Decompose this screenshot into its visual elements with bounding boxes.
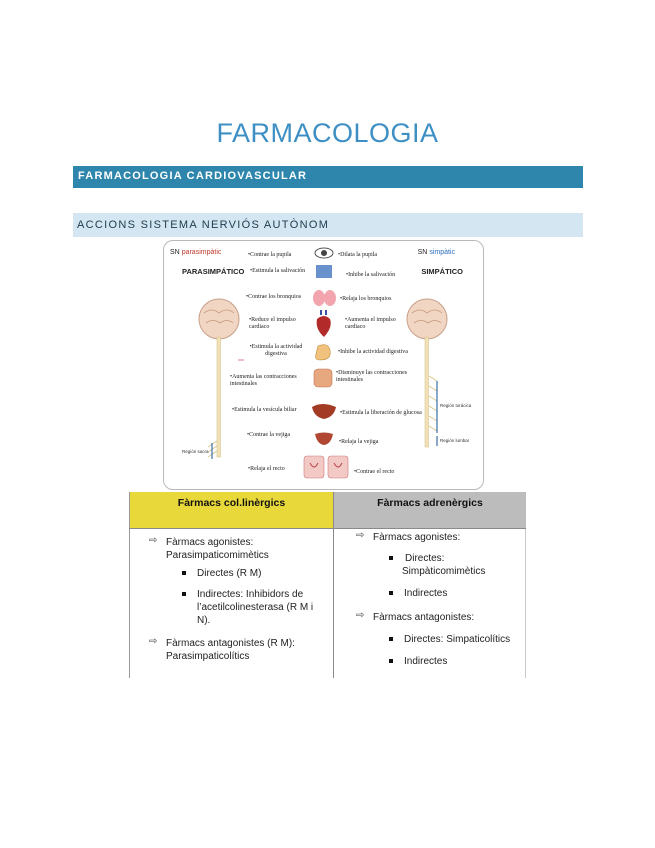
adrenergic-header: Fàrmacs adrenèrgics xyxy=(334,492,526,528)
column-divider xyxy=(333,492,334,678)
sn-parasympathetic-label: SN parasimpàtic xyxy=(170,249,222,256)
right-brain-icon xyxy=(406,298,448,340)
eye-icon xyxy=(314,247,334,259)
sympathetic-title: SIMPÁTICO xyxy=(421,267,463,276)
ans-figure: SN parasimpàtic SN simpàtic PARASIMPÁTIC… xyxy=(163,240,484,490)
heart-icon xyxy=(316,310,331,337)
sn-sympathetic-label: SN simpàtic xyxy=(417,249,455,256)
left-effect: •Reduce el impulso cardiaco xyxy=(249,317,296,330)
right-effect: •Dilata la pupila xyxy=(338,252,378,258)
right-effect: •Inhibe la actividad digestiva xyxy=(338,349,408,355)
parasympathetic-title: PARASIMPÁTICO xyxy=(182,267,245,276)
adrenergic-direct: Directes: Simpàticomimètics xyxy=(402,553,486,577)
left-effect: •Relaja el recto xyxy=(248,466,285,472)
arrow-icon: ⇨ xyxy=(149,535,158,546)
left-effect: •Aumenta las contracciones intestinales xyxy=(230,374,297,387)
stomach-icon xyxy=(315,344,331,361)
region-sacra-label: Región sacra xyxy=(182,449,209,454)
lungs-icon xyxy=(313,290,336,306)
salivary-gland-icon xyxy=(316,265,332,278)
subsection-heading: ACCIONS SISTEMA NERVIÓS AUTÒNOM xyxy=(73,213,583,237)
right-effect: •Disminuye las contracciones intestinale… xyxy=(336,370,408,383)
arrow-icon: ⇨ xyxy=(356,610,365,621)
cholinergic-direct: Directes (R M) xyxy=(197,568,262,579)
right-effect: •Contrae el recto xyxy=(354,469,395,475)
adrenergic-antagonist-direct: Directes: Simpaticolítics xyxy=(404,634,511,645)
left-effect: •Estimula la vesícula biliar xyxy=(232,407,297,413)
bullet-icon xyxy=(182,592,186,596)
adrenergic-indirect: Indirectes xyxy=(404,588,448,599)
right-effect: •Relaja los bronquios xyxy=(340,296,392,302)
right-effect: •Aumenta el impulso cardiaco xyxy=(345,317,396,330)
bullet-icon xyxy=(389,659,393,663)
rectum-icon xyxy=(303,455,349,479)
adrenergic-antagonists: Fàrmacs antagonistes: xyxy=(373,612,475,623)
left-brain-icon xyxy=(198,298,240,340)
bullet-icon xyxy=(389,637,393,641)
arrow-icon: ⇨ xyxy=(149,636,158,647)
right-effect: •Estimula la liberación de glucosa xyxy=(340,410,422,416)
adrenergic-antagonist-indirect: Indirectes xyxy=(404,656,448,667)
left-effect: •Contrae la vejiga xyxy=(247,432,291,438)
drugs-table: Fàrmacs col.linèrgics Fàrmacs adrenèrgic… xyxy=(129,492,526,678)
liver-icon xyxy=(312,404,336,419)
right-effect: •Inhibe la salivación xyxy=(346,272,396,278)
adrenergic-agonists: Fàrmacs agonistes: xyxy=(373,532,461,543)
region-lumbar-label: Región lumbar xyxy=(440,438,470,443)
region-toracica-label: Región torácica xyxy=(440,403,472,408)
cholinergic-header: Fàrmacs col.linèrgics xyxy=(129,492,334,528)
cholinergic-antagonists: Fàrmacs antagonistes (R M): Parasimpatic… xyxy=(166,638,295,662)
bullet-icon xyxy=(182,571,186,575)
bladder-icon xyxy=(315,432,333,445)
left-effect: •Estimula la actividad digestiva xyxy=(249,344,303,357)
right-effect: •Relaja la vejiga xyxy=(339,439,379,445)
header-divider xyxy=(129,528,526,529)
arrow-icon: ⇨ xyxy=(356,530,365,541)
left-spinal-cord xyxy=(216,336,221,458)
right-spinal-cord xyxy=(424,336,429,448)
left-effect: •Contrae los bronquios xyxy=(246,294,302,300)
intestine-icon xyxy=(313,368,333,388)
left-effect: •Estimula la salivación xyxy=(250,268,306,274)
bullet-icon xyxy=(389,591,393,595)
cholinergic-indirect: Indirectes: Inhibidors de l’acetilcoline… xyxy=(197,589,314,626)
ans-illustration xyxy=(198,247,448,479)
left-effect: •Contrae la pupila xyxy=(248,252,292,258)
page-title: FARMACOLOGIA xyxy=(216,118,439,148)
cholinergic-agonists: Fàrmacs agonistes: Parasimpaticomimètics xyxy=(166,537,269,561)
bullet-icon xyxy=(389,556,393,560)
section-heading: FARMACOLOGIA CARDIOVASCULAR xyxy=(73,166,583,188)
